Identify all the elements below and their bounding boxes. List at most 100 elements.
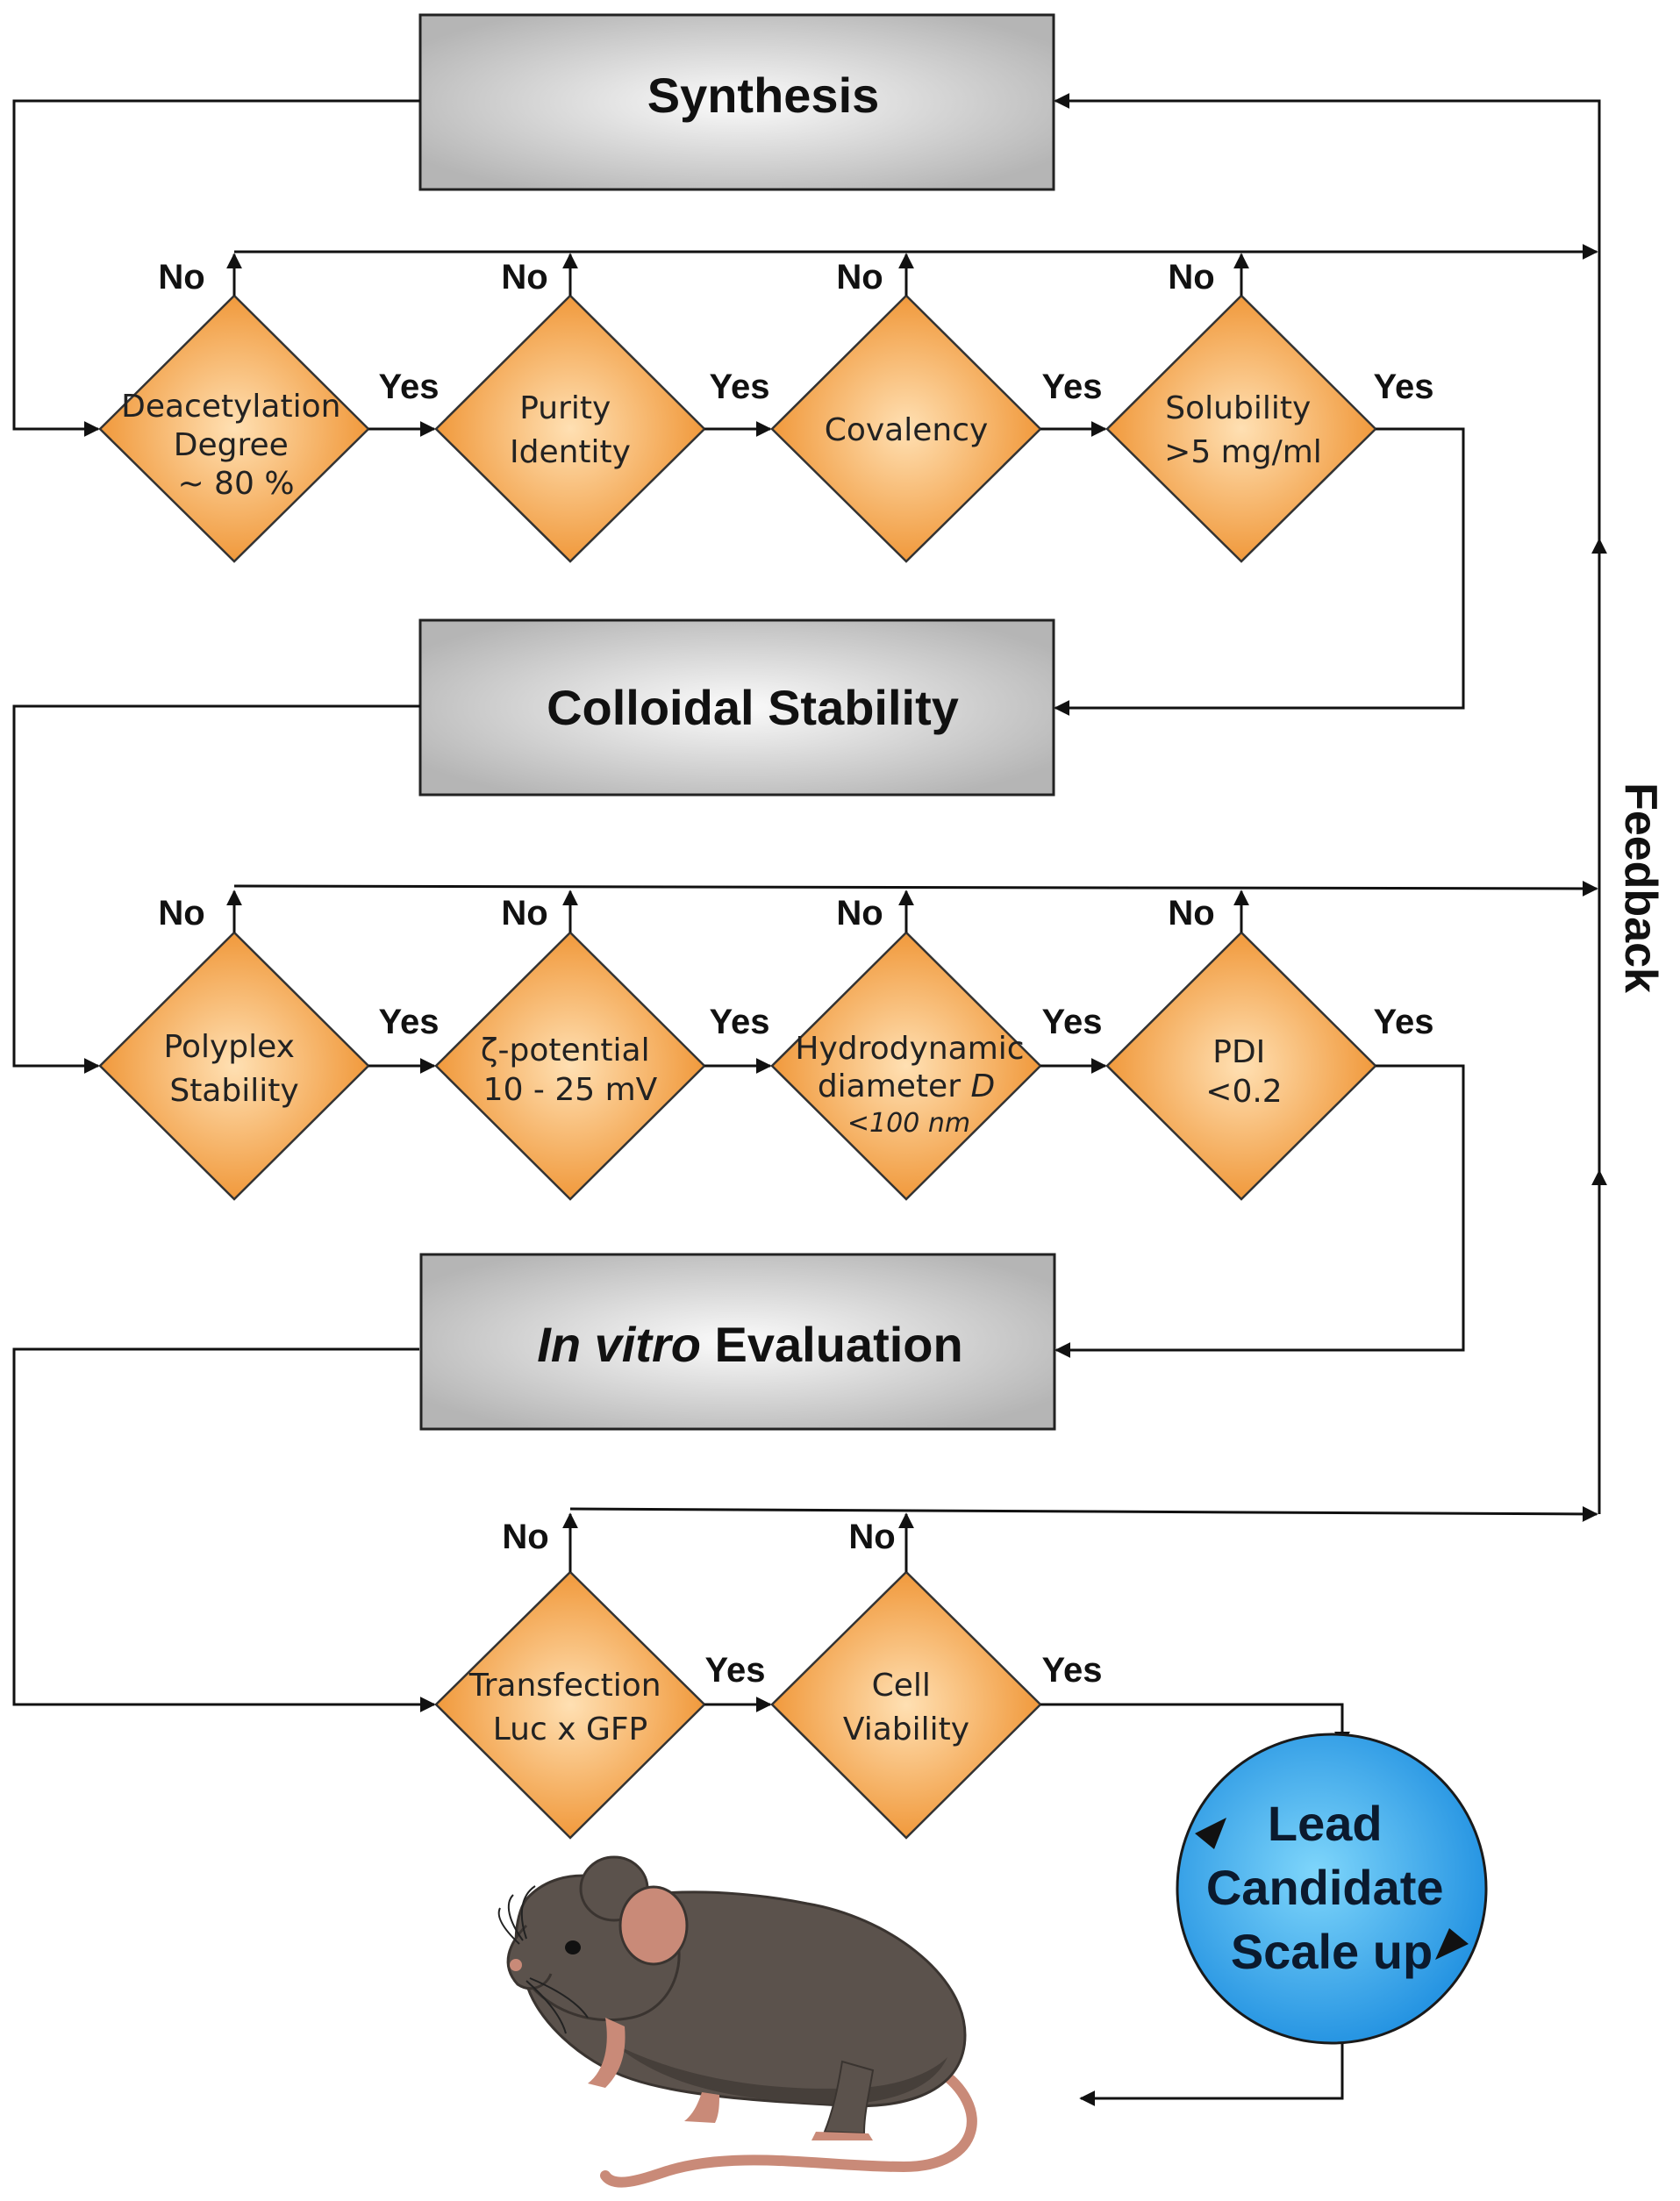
mouse-nose: [510, 1959, 522, 1971]
diamond-transfection-line2: Luc x GFP: [493, 1711, 648, 1747]
stage-colloidal-label: Colloidal Stability: [547, 680, 959, 735]
svg-text:Transfection Luc x GFP: Transfection Luc x GFP: [468, 1668, 671, 1747]
diamond-covalency: Covalency: [770, 294, 1042, 563]
stage-invitro-italic: In vitro: [537, 1317, 701, 1372]
diamond-solubility: Solubility >5 mg/ml: [1105, 294, 1377, 563]
diamond-cell-line1: Cell: [872, 1668, 931, 1704]
diamond-polyplex-line2: Stability: [169, 1073, 298, 1109]
label-feedback: Feedback: [1615, 782, 1666, 993]
mouse-front-leg: [588, 2018, 626, 2088]
connector-feedback-to-synthesis: [1054, 93, 1601, 1514]
svg-text:PDI <0.2: PDI <0.2: [1205, 1034, 1282, 1110]
diamond-pdi-line1: PDI: [1212, 1034, 1265, 1070]
diamond-hydrodynamic-D: D: [970, 1068, 995, 1104]
connector-viability-to-lead: [1040, 1703, 1350, 1747]
lead-line3: Scale up: [1231, 1924, 1433, 1979]
label-yes-r1-2: Yes: [710, 368, 770, 406]
diamond-cell-line2: Viability: [843, 1711, 969, 1747]
diamond-zeta-potential: ζ-potential 10 - 25 mV: [434, 931, 706, 1201]
diamond-solubility-line2: >5 mg/ml: [1164, 434, 1322, 470]
diamond-pdi: PDI <0.2: [1105, 931, 1377, 1201]
diamond-purity-line1: Purity: [519, 390, 611, 426]
lead-candidate-circle: Lead Candidate Scale up: [1176, 1733, 1488, 2045]
diamond-hydrodynamic-line3: <100 nm: [847, 1108, 970, 1139]
label-yes-r1-4: Yes: [1374, 368, 1434, 406]
mouse-eye: [565, 1940, 581, 1954]
connector-invitro-to-transfection: [12, 1347, 436, 1712]
stage-colloidal-stability: Colloidal Stability: [418, 618, 1055, 797]
connector-solubility-to-colloidal: [1054, 427, 1465, 716]
connector-synthesis-to-deacetylation: [12, 99, 420, 437]
label-yes-r3-1: Yes: [705, 1651, 766, 1690]
diamond-hydrodynamic-line2: diameter: [818, 1068, 971, 1104]
lead-line2: Candidate: [1206, 1860, 1444, 1915]
connectors: [12, 93, 1607, 2106]
label-no-r1-4: No: [1168, 258, 1214, 297]
label-yes-r2-4: Yes: [1374, 1003, 1434, 1041]
diamond-polyplex-stability: Polyplex Stability: [98, 931, 370, 1201]
diamond-transfection-line1: Transfection: [468, 1668, 661, 1704]
mouse-middle-foot: [684, 2092, 719, 2123]
stage-invitro-rest: Evaluation: [701, 1317, 963, 1372]
diamond-deacetylation-line3: ~ 80 %: [177, 466, 294, 502]
mouse-ear-front: [618, 1885, 689, 1966]
diamond-purity-line2: Identity: [510, 434, 631, 470]
mouse-hind-foot: [811, 2132, 873, 2140]
diamond-deacetylation-line1: Deacetylation: [121, 389, 340, 425]
label-yes-r2-3: Yes: [1042, 1003, 1103, 1041]
mouse-hind-leg: [823, 2060, 875, 2135]
svg-text:Polyplex Stability: Polyplex Stability: [164, 1029, 305, 1109]
label-yes-r2-1: Yes: [379, 1003, 440, 1041]
diamond-polyplex-line1: Polyplex: [164, 1029, 295, 1065]
mouse-tail: [600, 2065, 977, 2188]
stage-synthesis: Synthesis: [418, 13, 1055, 191]
svg-text:Deacetylation Degree: Deacetylation Degree ~ 80 %: [121, 389, 351, 502]
label-yes-r3-2: Yes: [1042, 1651, 1103, 1690]
svg-text:Solubility >5 mg/ml: Solubility >5 mg/ml: [1164, 390, 1322, 470]
diamond-deacetylation: Deacetylation Degree ~ 80 %: [98, 294, 370, 563]
stage-in-vitro-evaluation: In vitro Evaluation: [419, 1253, 1056, 1431]
svg-text:diameter D: diameter D: [818, 1068, 995, 1104]
diamond-deacetylation-line2: Degree: [174, 427, 289, 463]
diamond-purity-identity: Purity Identity: [434, 294, 706, 563]
label-no-r3-2: No: [848, 1518, 895, 1556]
label-no-r2-3: No: [836, 894, 883, 933]
diamond-covalency-line1: Covalency: [825, 412, 989, 448]
mouse-whiskers: [497, 1885, 589, 2034]
diamond-transfection: Transfection Luc x GFP: [434, 1570, 706, 1840]
cycle-arrow-right-icon: [1435, 1928, 1469, 1960]
label-no-r1-3: No: [836, 258, 883, 297]
diamond-cell-viability: Cell Viability: [770, 1570, 1042, 1840]
diamond-hydrodynamic-line1: Hydrodynamic: [795, 1031, 1024, 1067]
cycle-arrow-left-icon: [1195, 1818, 1226, 1849]
lead-line1: Lead: [1268, 1796, 1383, 1851]
connector-r3-no-bus: [569, 1505, 1598, 1522]
label-no-r1-1: No: [158, 258, 204, 297]
svg-text:ζ-potential 10 - 25 mV: ζ-potential 10 - 25 mV: [481, 1033, 660, 1108]
label-yes-r1-3: Yes: [1042, 368, 1103, 406]
label-no-r2-1: No: [158, 894, 204, 933]
label-yes-r1-1: Yes: [379, 368, 440, 406]
connector-lead-to-mouse: [1079, 2018, 1344, 2106]
connector-r2-no-bus: [233, 880, 1598, 897]
svg-text:Cell Viability: Cell Viability: [843, 1668, 969, 1747]
stage-invitro-label: In vitro Evaluation: [537, 1317, 962, 1372]
diamond-solubility-line1: Solubility: [1165, 390, 1311, 426]
diamond-zeta-line1: ζ-potential: [481, 1033, 650, 1068]
svg-text:Purity Identity: Purity Identity: [510, 390, 631, 470]
diamond-pdi-line2: <0.2: [1205, 1074, 1282, 1110]
label-yes-r2-2: Yes: [710, 1003, 770, 1041]
diamond-hydrodynamic-diameter: Hydrodynamic diameter D <100 nm: [770, 931, 1042, 1201]
svg-text:Lead Candidate Sca: Lead Candidate Scale up: [1206, 1796, 1457, 1979]
label-no-r2-2: No: [501, 894, 547, 933]
label-no-r2-4: No: [1168, 894, 1214, 933]
decision-labels: Yes Yes Yes Yes No No No No Yes Yes Yes …: [158, 258, 1666, 1690]
mouse-illustration: [497, 1855, 977, 2188]
svg-text:Covalency: Covalency: [825, 412, 989, 448]
svg-text:Hydrodynamic: Hydrodynamic: [795, 1031, 1024, 1067]
label-no-r3-1: No: [502, 1518, 548, 1556]
stage-synthesis-label: Synthesis: [647, 68, 880, 123]
label-no-r1-2: No: [501, 258, 547, 297]
diamond-zeta-line2: 10 - 25 mV: [483, 1072, 658, 1108]
